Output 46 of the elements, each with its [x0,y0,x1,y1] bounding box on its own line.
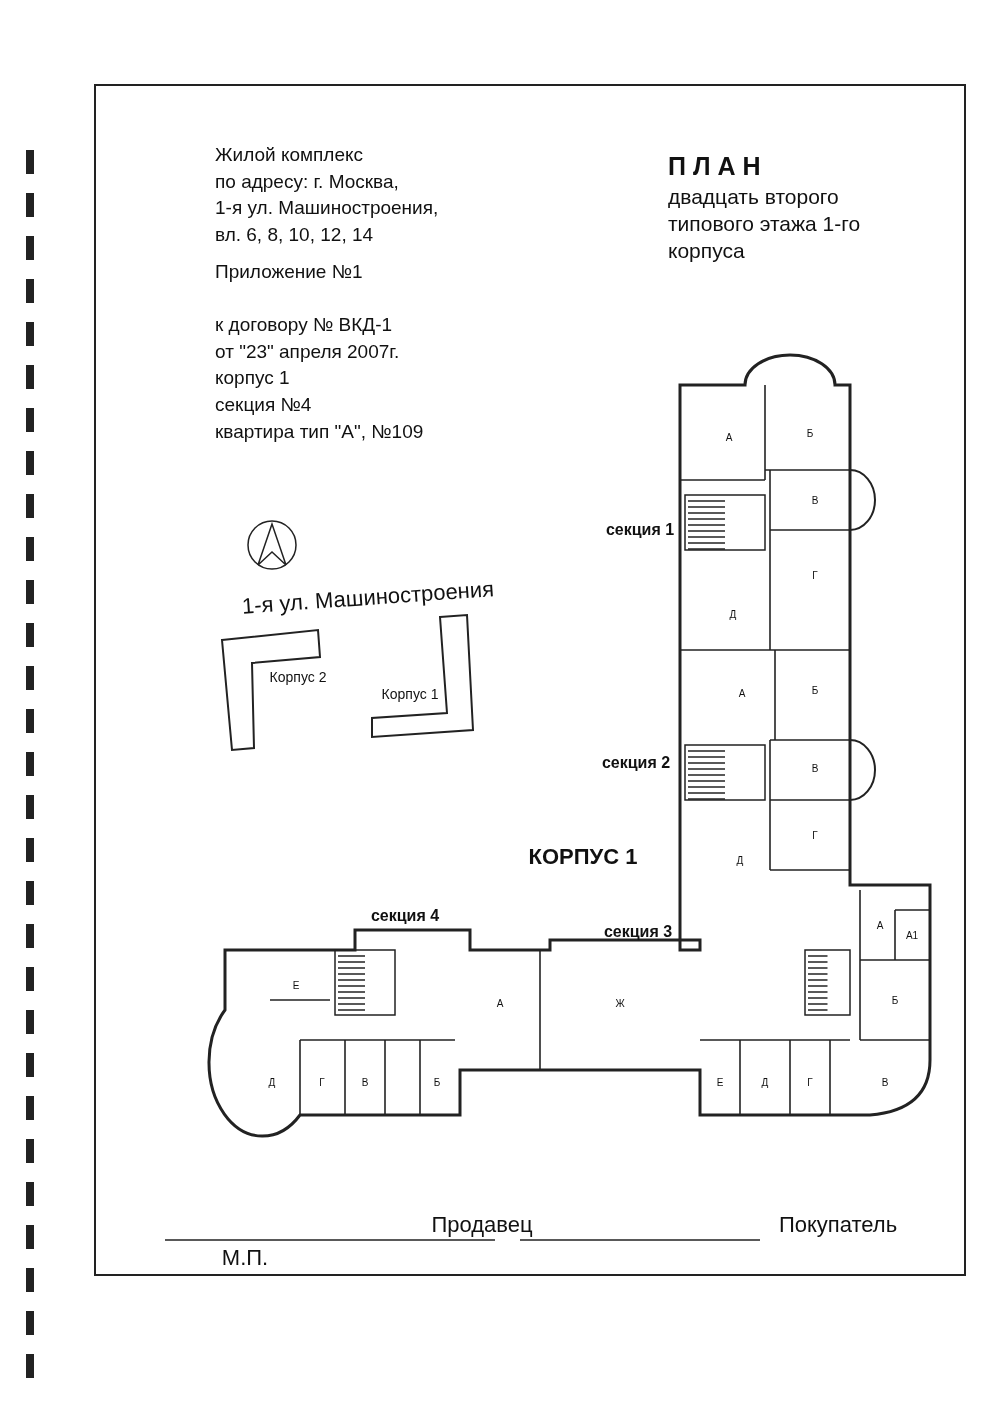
room-letter: Е [292,979,300,991]
room-letter: Ж [615,997,625,1009]
seal-mark-text: М.П. [221,1245,269,1271]
appendix-text: Приложение №1 [215,262,363,283]
section-label: секция 1 [605,521,675,539]
signature-caption: Продавец [431,1212,533,1238]
room-letter: Д [736,854,744,866]
address-text: по адресу: г. Москва, [215,172,399,193]
room-letter: Е [716,1076,724,1088]
room-letter: Б [891,994,899,1006]
contract-text: секция №4 [215,395,312,416]
room-letter: А [876,919,884,931]
room-letter: В [361,1076,369,1088]
contract-text: корпус 1 [215,368,290,389]
room-letter: Г [807,1076,813,1088]
signature-caption: Покупатель [778,1212,898,1238]
building-label: Корпус 2 [269,670,327,686]
building-label: КОРПУС 1 [528,844,638,870]
room-letter: Б [806,427,814,439]
building-label: Корпус 1 [381,687,439,703]
contract-text: от "23" апреля 2007г. [215,342,400,363]
room-letter: Г [319,1076,325,1088]
address-text: Жилой комплекс [215,145,364,166]
address-text: 1-я ул. Машиностроения, [215,198,439,219]
contract-text: квартира тип "А", №109 [215,422,424,443]
address-text: вл. 6, 8, 10, 12, 14 [215,225,374,246]
room-letter: Г [812,569,818,581]
room-letter: А1 [905,929,919,941]
room-letter: Д [268,1076,276,1088]
contract-text: к договору № ВКД-1 [215,315,393,336]
plan-title: ПЛАН двадцать второго типового этажа 1-го корпуса [668,151,862,265]
room-letter: А [496,997,504,1009]
room-letter: В [881,1076,889,1088]
room-letter: Г [812,829,818,841]
street-name: 1-я ул. Машиностроения [241,577,495,619]
room-letter: Б [811,684,819,696]
room-letter: А [725,431,733,443]
room-letter: В [811,762,819,774]
section-label: секция 3 [603,923,673,941]
room-letter: Д [729,608,737,620]
room-letter: Д [761,1076,769,1088]
room-letter: В [811,494,819,506]
section-label: секция 4 [370,907,440,925]
room-letter: А [738,687,746,699]
room-letter: Б [433,1076,441,1088]
section-label: секция 2 [601,754,671,772]
